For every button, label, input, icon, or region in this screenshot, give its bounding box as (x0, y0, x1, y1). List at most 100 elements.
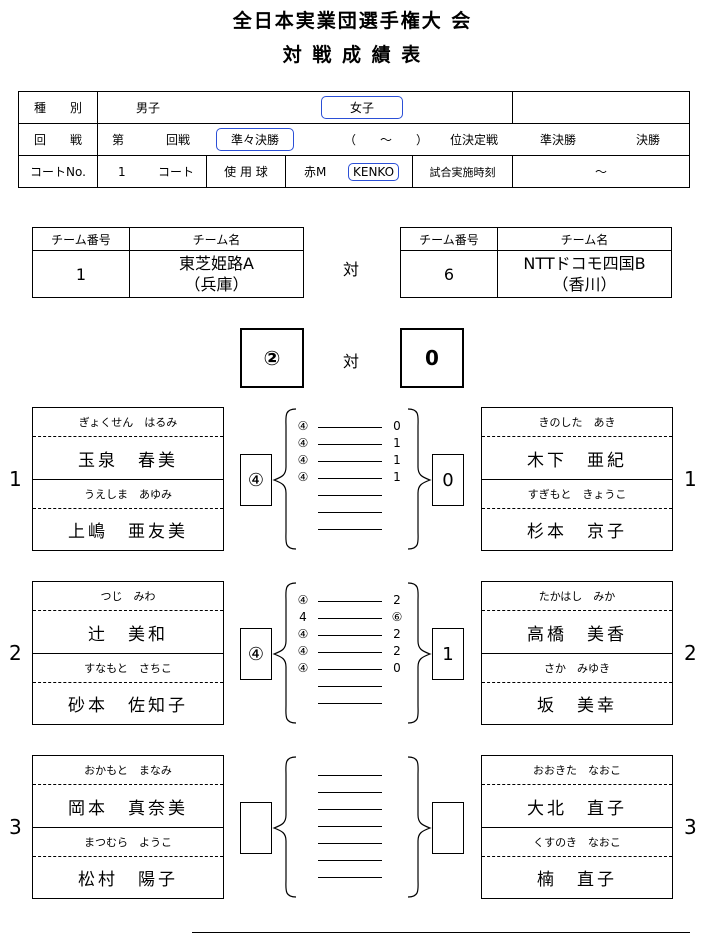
game-score-left: ④ (297, 661, 309, 675)
ball-brand-selected: KENKO (348, 162, 400, 181)
player-left-box: つじ みわ 辻 美和 すなもと さちこ 砂本 佐知子 (32, 581, 224, 725)
male-option: 男子 (136, 101, 161, 115)
round-dai: 第 (112, 133, 125, 147)
time-value: ～ (512, 155, 690, 188)
game-score-right: 2 (393, 627, 401, 641)
player-furigana: おおきた なおこ (482, 756, 672, 785)
game-score-row (286, 504, 418, 521)
game-score-row: ④ 2 (286, 644, 418, 661)
game-score-row: ④ 0 (286, 419, 418, 436)
game-score-row: ④ 0 (286, 661, 418, 678)
category-label: 種 別 (18, 91, 98, 124)
player-furigana: すなもと さちこ (33, 654, 223, 683)
game-score-row (286, 852, 418, 869)
placement-range: （ ～ ） (344, 133, 429, 147)
player-left-box: ぎょくせん はるみ 玉泉 春美 うえしま あゆみ 上嶋 亜友美 (32, 407, 224, 551)
game-score-row: ④ 1 (286, 470, 418, 487)
player-name: 木下 亜紀 (527, 450, 627, 471)
team-right-table: チーム番号 チーム名 6 NTTドコモ四国B（香川） (400, 227, 672, 298)
game-score-right: 1 (393, 470, 401, 484)
left-games-won: ④ (240, 628, 272, 680)
round-kaisen: 回戦 (166, 133, 191, 147)
ball-red: 赤M (304, 165, 327, 179)
score-brackets (272, 756, 432, 898)
team-number-header: チーム番号 (400, 227, 498, 251)
game-score-row (286, 678, 418, 695)
team-right-name: NTTドコモ四国B (523, 254, 646, 273)
game-score-row (286, 869, 418, 886)
game-score-row (286, 695, 418, 712)
game-scores: ④ 0 ④ 1 ④ 1 ④ 1 (286, 409, 418, 549)
player-furigana: おかもと まなみ (33, 756, 223, 785)
player-name: 楠 直子 (537, 869, 617, 890)
match-info-table: 種 別 男子 女子 回 戦 第 回戦 準々決勝 （ ～ ） 位決定戦 準決勝 決… (18, 91, 690, 188)
overall-left-score: ② (240, 328, 304, 388)
game-score-row (286, 521, 418, 538)
player-right-box: たかはし みか 高橋 美香 さか みゆき 坂 美幸 (481, 581, 673, 725)
right-games-won: 0 (432, 454, 464, 506)
signature-line (192, 932, 690, 933)
player-name: 大北 直子 (527, 798, 627, 819)
player-right-box: きのした あき 木下 亜紀 すぎもと きょうこ 杉本 京子 (481, 407, 673, 551)
team-left-name: 東芝姫路A (179, 254, 254, 273)
team-left-table: チーム番号 チーム名 1 東芝姫路A （兵庫） (32, 227, 304, 298)
player-name: 松村 陽子 (78, 869, 178, 890)
player-furigana: つじ みわ (33, 582, 223, 611)
time-label: 試合実施時刻 (429, 165, 496, 179)
semifinal-option: 準決勝 (540, 133, 577, 147)
player-furigana: たかはし みか (482, 582, 672, 611)
score-brackets (272, 408, 432, 550)
page-title: 全日本実業団選手権大 会 (232, 10, 473, 32)
match-number: 3 (684, 815, 697, 839)
game-score-left: ④ (297, 644, 309, 658)
placement-label: 位決定戦 (450, 133, 499, 147)
team-name-header: チーム名 (497, 227, 672, 251)
quarterfinal-selected: 準々決勝 (216, 128, 295, 151)
player-name: 高橋 美香 (527, 624, 627, 645)
game-score-right: 0 (393, 419, 401, 433)
player-left-box: おかもと まなみ 岡本 真奈美 まつむら ようこ 松村 陽子 (32, 755, 224, 899)
player-name: 杉本 京子 (527, 521, 627, 542)
game-score-left: ④ (297, 627, 309, 641)
player-furigana: きのした あき (482, 408, 672, 437)
game-score-left: ④ (297, 470, 309, 484)
player-furigana: うえしま あゆみ (33, 480, 223, 509)
ball-label: 使 用 球 (206, 156, 286, 187)
game-scores (286, 757, 418, 897)
female-option-selected: 女子 (321, 96, 404, 119)
player-furigana: さか みゆき (482, 654, 672, 683)
player-name: 上嶋 亜友美 (68, 521, 188, 542)
player-name: 岡本 真奈美 (68, 798, 188, 819)
court-number: 1 (118, 164, 126, 179)
team-left-number: 1 (32, 250, 130, 298)
game-score-row: 4 ⑥ (286, 610, 418, 627)
court-word: コート (158, 165, 195, 179)
game-score-row: ④ 1 (286, 436, 418, 453)
team-right-region: （香川） (552, 275, 617, 294)
game-score-row: ④ 2 (286, 593, 418, 610)
game-score-right: 2 (393, 593, 401, 607)
game-score-right: 0 (393, 661, 401, 675)
player-furigana: すぎもと きょうこ (482, 480, 672, 509)
team-left-region: （兵庫） (184, 275, 249, 294)
right-games-won (432, 802, 464, 854)
game-scores: ④ 2 4 ⑥ ④ 2 ④ 2 ④ 0 (286, 583, 418, 723)
game-score-right: ⑥ (391, 610, 403, 624)
game-score-right: 1 (393, 453, 401, 467)
player-right-box: おおきた なおこ 大北 直子 くすのき なおこ 楠 直子 (481, 755, 673, 899)
player-furigana: くすのき なおこ (482, 828, 672, 857)
team-name-header: チーム名 (129, 227, 304, 251)
player-name: 砂本 佐知子 (68, 695, 188, 716)
game-score-row (286, 818, 418, 835)
game-score-row (286, 784, 418, 801)
game-score-row (286, 835, 418, 852)
left-games-won: ④ (240, 454, 272, 506)
game-score-right: 1 (393, 436, 401, 450)
left-games-won (240, 802, 272, 854)
match-number: 1 (684, 467, 697, 491)
game-score-right: 2 (393, 644, 401, 658)
player-furigana: ぎょくせん はるみ (33, 408, 223, 437)
game-score-left: ④ (297, 436, 309, 450)
team-number-header: チーム番号 (32, 227, 130, 251)
player-name: 坂 美幸 (537, 695, 617, 716)
